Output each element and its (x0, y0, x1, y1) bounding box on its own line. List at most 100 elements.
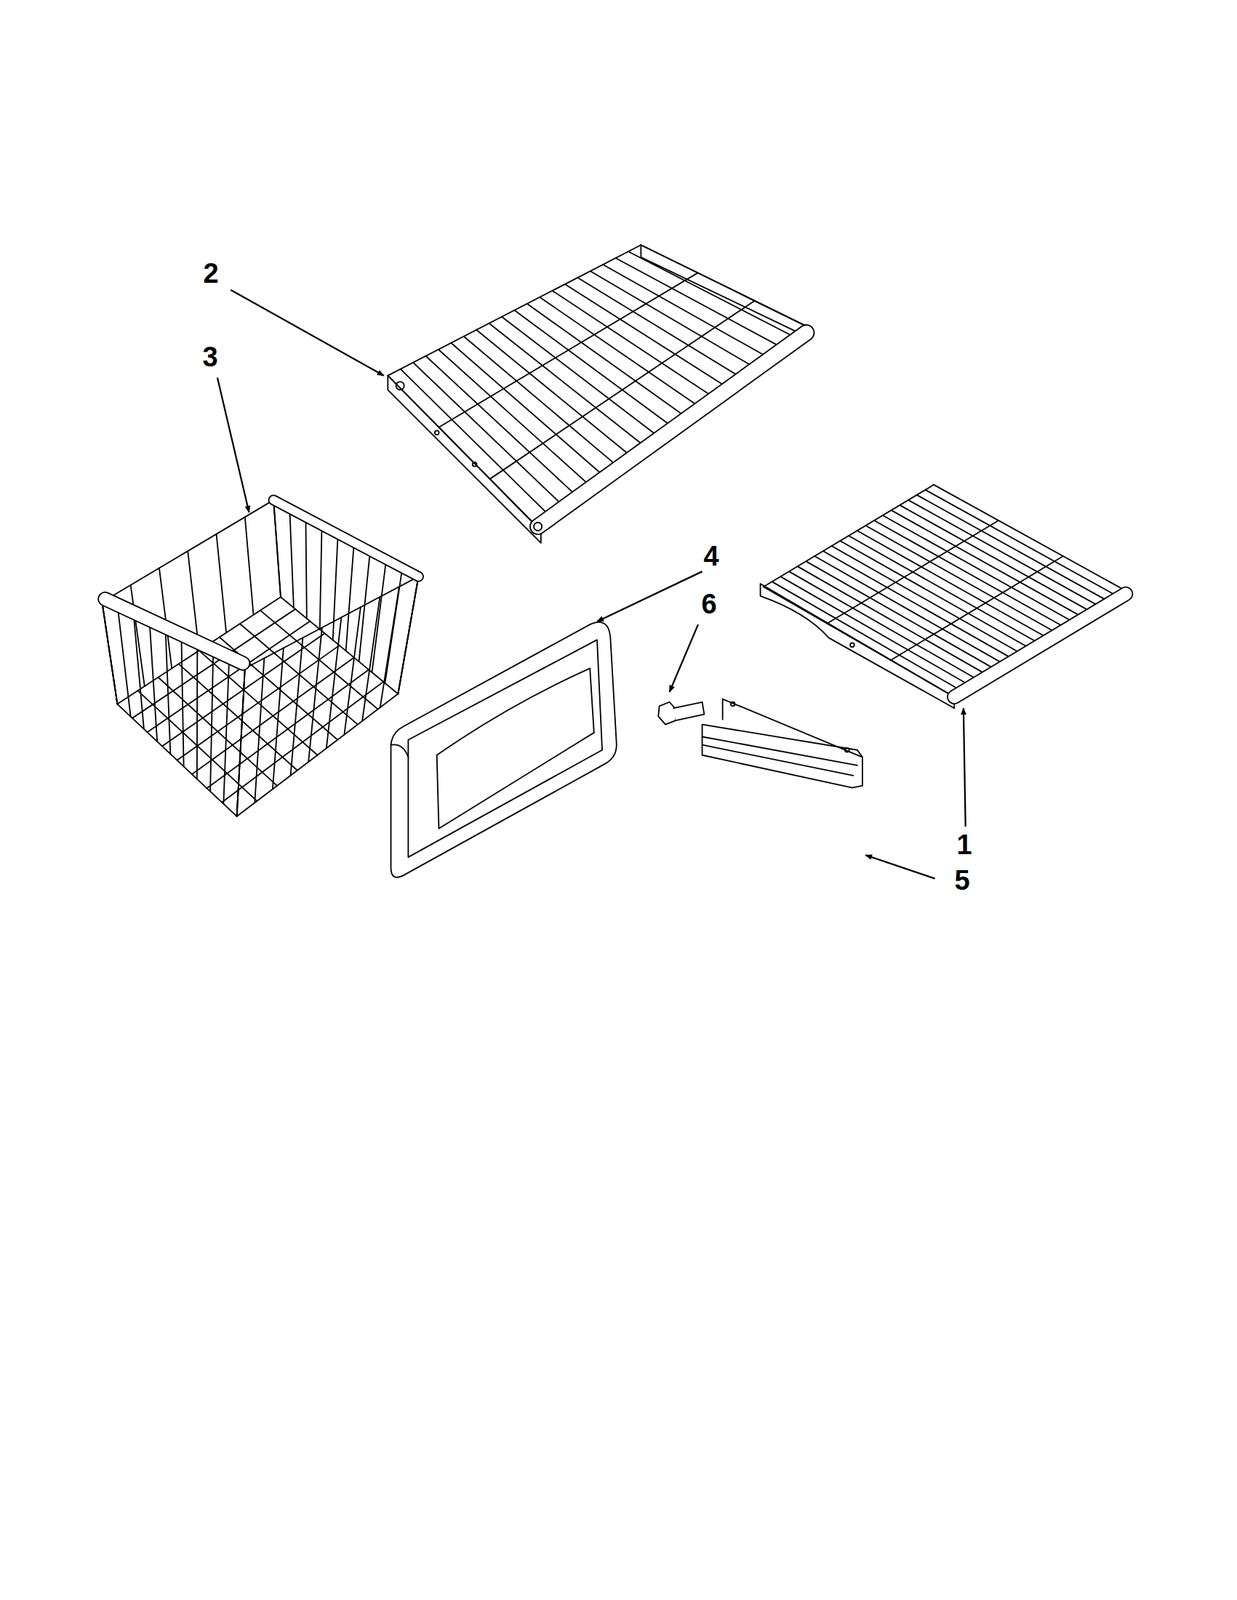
drawing-line (463, 336, 623, 471)
drawing-line (245, 517, 254, 615)
drawing-line (789, 571, 981, 682)
drawing-line (387, 375, 542, 531)
rail-flange (722, 699, 863, 758)
leader-line (669, 624, 699, 693)
drawing-line (290, 637, 304, 776)
drawing-line (780, 576, 972, 687)
panel-recess (437, 668, 595, 829)
drawing-line (178, 663, 298, 771)
drawing-line (305, 517, 307, 619)
drawing-line (805, 561, 998, 672)
hole (850, 642, 855, 648)
leader-line (865, 855, 935, 879)
callout-number: 6 (701, 590, 717, 619)
tube-outline (954, 594, 1126, 698)
screw-shank (673, 702, 704, 721)
tube-fill (273, 500, 419, 577)
drawing-line (280, 597, 398, 694)
notch (391, 744, 409, 758)
drawing-line (438, 272, 698, 427)
tube-fill (538, 333, 807, 528)
hole (434, 430, 440, 435)
drawing-line (223, 661, 230, 804)
tube-fill (954, 594, 1126, 698)
drawing-line (362, 597, 380, 722)
drawing-line (826, 520, 999, 624)
drawing-line (763, 485, 934, 587)
drawing-line (245, 576, 419, 669)
panel-edge (407, 639, 603, 858)
callout-number: 4 (703, 542, 719, 571)
drawing-line (210, 653, 214, 792)
tube-fill (105, 599, 243, 664)
drawing-line (254, 658, 264, 803)
drawing-line (797, 566, 990, 677)
drawing-line (489, 323, 650, 451)
hole (730, 702, 736, 707)
drawing-line (384, 567, 403, 683)
leader-line (597, 571, 703, 622)
tube-outline (105, 599, 243, 664)
drawing-line (117, 704, 237, 817)
drawing-line (199, 650, 318, 756)
drawing-line (237, 668, 246, 817)
drawing-line (628, 251, 798, 339)
drawing-line (101, 602, 118, 704)
callout-number: 5 (954, 866, 970, 895)
tube-outline (538, 333, 807, 528)
tube-outline (273, 500, 419, 577)
slot (533, 522, 542, 531)
drawing-line (702, 745, 854, 776)
drawing-line (397, 576, 419, 694)
drawing-line (346, 542, 355, 651)
drawing-line (272, 647, 284, 790)
drawing-line (640, 245, 811, 329)
drawing-line (539, 297, 704, 410)
drawing-line (289, 509, 294, 608)
screw-head (658, 702, 677, 726)
drawing-line (130, 585, 145, 687)
rail (702, 725, 863, 789)
drawing-line (359, 551, 371, 662)
drawing-line (273, 500, 281, 598)
slot (396, 381, 405, 390)
drawing-line (101, 500, 274, 603)
drawing-line (450, 343, 608, 481)
drawer-front (391, 622, 617, 878)
drawing-line (319, 525, 323, 630)
drawing-line (772, 581, 964, 692)
drawing-line (397, 576, 419, 694)
leader-line (963, 708, 966, 827)
leader-line (230, 290, 384, 376)
drawing-line (476, 330, 636, 461)
drawing-line (273, 500, 281, 598)
bracket (760, 583, 955, 709)
drawing-line (117, 609, 131, 717)
hole (845, 748, 850, 753)
drawing-line (397, 576, 419, 694)
drawing-line (237, 668, 246, 817)
drawing-line (181, 639, 184, 767)
hole (472, 462, 478, 467)
leader-lines (217, 290, 966, 880)
drawing-line (260, 610, 379, 710)
drawing-line (413, 362, 568, 512)
drawing-line (400, 369, 555, 521)
drawing-line (308, 627, 323, 763)
drawing-line (371, 559, 387, 673)
drawing-line (333, 534, 339, 641)
callout-number: 1 (956, 831, 972, 859)
drawing-line (216, 534, 227, 634)
callout-number: 3 (202, 343, 218, 371)
drawing-line (177, 645, 340, 761)
drawing-line (954, 591, 1128, 698)
drawing-line (101, 602, 118, 704)
drawing-line (237, 668, 246, 817)
drawing-line (239, 623, 358, 726)
leader-line (217, 377, 250, 512)
callout-number: 2 (202, 259, 219, 288)
drawing-line (763, 586, 955, 698)
parts-drawing (101, 245, 1128, 878)
drawing-line (387, 245, 641, 376)
